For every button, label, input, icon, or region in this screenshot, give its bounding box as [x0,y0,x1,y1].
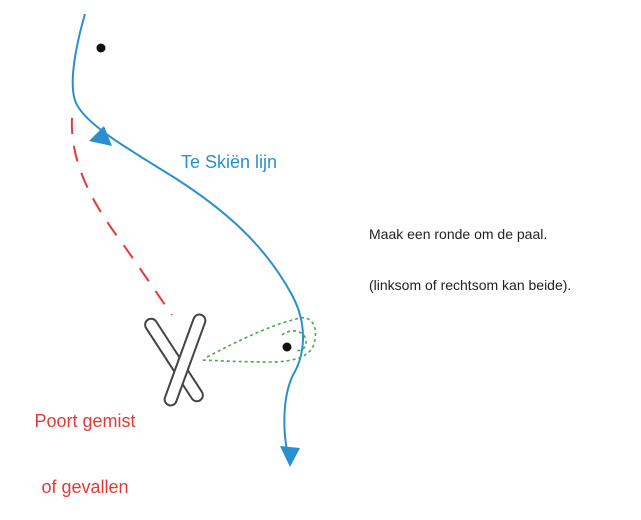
direction-arrow-upper [89,126,112,146]
missed-gate-line-1: Poort gemist [34,411,136,431]
ski-course-diagram [70,13,317,467]
instruction-line-1: Maak een ronde om de paal. [369,226,548,242]
missed-gate-path [70,117,173,316]
missed-gate-line-2: of gevallen [41,477,129,497]
turn-around-pole-inner [281,330,307,352]
turn-around-pole-loop [200,317,317,363]
skier-line [71,13,304,463]
ski-right [163,313,207,407]
pole-dot-turn [282,342,292,352]
instruction-text: Maak een ronde om de paal. (linksom of r… [369,192,571,311]
instruction-line-2: (linksom of rechtsom kan beide). [369,277,572,293]
direction-arrow-lower [280,446,300,467]
missed-gate-label: Poort gemist of gevallen [10,366,160,520]
pole-dot-top [96,43,106,53]
skier-line-label: Te Skiën lijn [181,152,278,172]
crossed-skis-icon [144,313,207,407]
